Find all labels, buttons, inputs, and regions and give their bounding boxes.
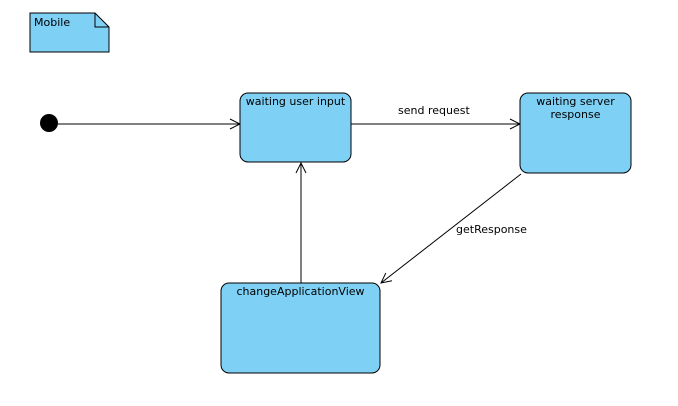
state-change-application-view[interactable]: [220, 282, 381, 374]
state-waiting-user-input[interactable]: [239, 92, 352, 163]
transition-label-send-request: send request: [398, 104, 470, 117]
initial-node: [40, 114, 58, 132]
state-waiting-server-response[interactable]: [519, 92, 632, 174]
note-shape: [29, 12, 110, 53]
note-label: Mobile: [34, 16, 71, 29]
state-label-waiting-user-input: waiting user input: [245, 95, 346, 108]
get-response-transition: [381, 173, 522, 283]
state-label-waiting-server-response: waiting server response: [536, 95, 615, 121]
transition-label-get-response: getResponse: [456, 223, 527, 236]
state-label-change-application-view: changeApplicationView: [236, 285, 365, 298]
note-fold: [94, 13, 109, 28]
